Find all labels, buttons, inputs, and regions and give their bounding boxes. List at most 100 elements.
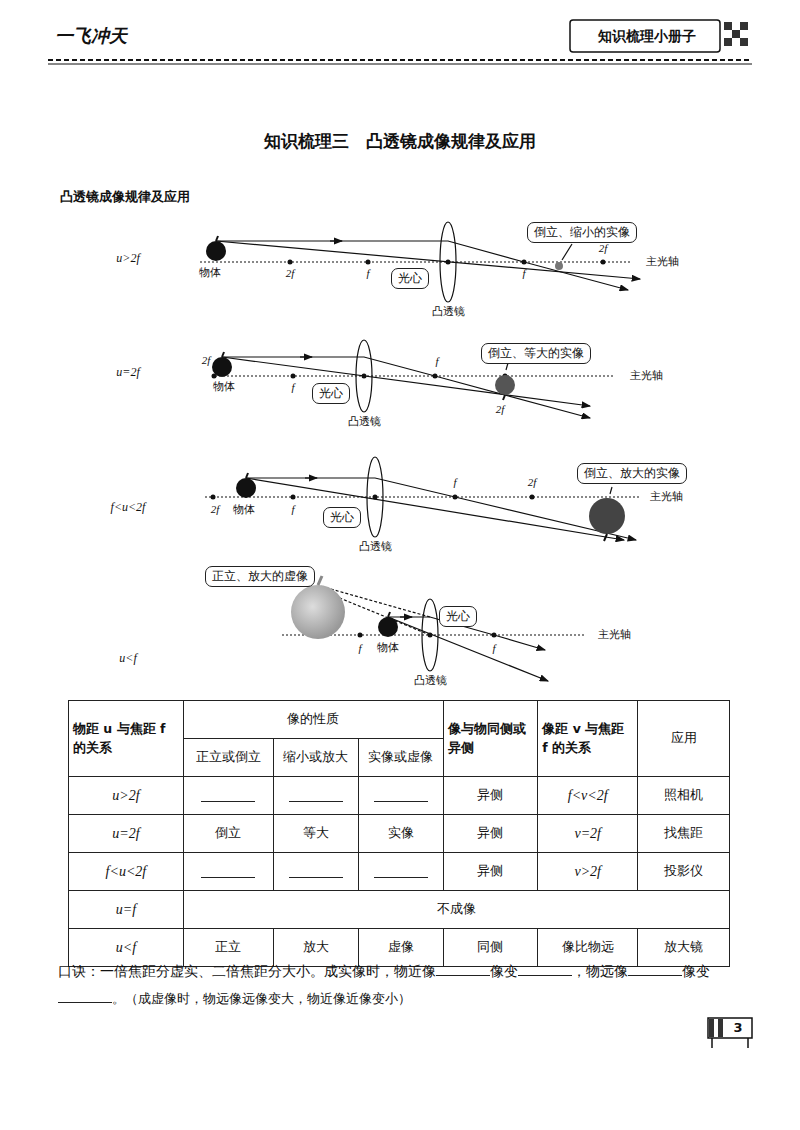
table-cell: 应用: [638, 701, 730, 777]
table-cell: u=f: [69, 891, 184, 929]
table-cell: 正立: [183, 929, 273, 967]
table-cell: 投影仪: [638, 853, 730, 891]
callout-text: 正立、放大的虚像: [212, 569, 308, 583]
table-cell: 倒立: [183, 815, 273, 853]
cell-text: 像与物同侧或异侧: [448, 721, 526, 755]
diagram-label: u<f: [119, 651, 136, 665]
cell-text: 实像: [388, 825, 414, 840]
cell-text: f<v<2f: [568, 788, 608, 803]
answer-blank: [201, 787, 255, 802]
cell-text: 等大: [303, 825, 329, 840]
diagram-label: u=2f: [116, 365, 139, 379]
callout-box: 倒立、放大的实像: [577, 463, 687, 484]
rhyme-text: 口诀：一倍焦距分虚实、二倍焦距分大小。成实像时，物近像: [58, 963, 436, 979]
table-cell: 实像: [358, 815, 443, 853]
table-cell: [358, 777, 443, 815]
table-cell: 虚像: [358, 929, 443, 967]
cell-text: 照相机: [664, 787, 703, 802]
table-cell: 找焦距: [638, 815, 730, 853]
diagram-label: 2f: [528, 476, 537, 489]
cell-text: 物距 u 与焦距 f 的关系: [73, 721, 165, 755]
answer-blank: [289, 863, 343, 878]
cell-text: u=f: [116, 902, 136, 917]
answer-blank: [374, 863, 428, 878]
cell-text: 倒立: [215, 825, 241, 840]
diagram-label: 主光轴: [630, 369, 663, 382]
diagram-label: f: [453, 476, 456, 489]
cell-text: 异侧: [477, 863, 503, 878]
cell-text: 像距 v 与焦距 f 的关系: [542, 721, 624, 755]
header-text: 凸透镜成像规律及应用: [60, 189, 190, 205]
cell-text: 放大镜: [664, 939, 703, 954]
table-cell: f<u<2f: [69, 853, 184, 891]
table-cell: [273, 853, 358, 891]
header-text: 知识梳理小册子: [598, 28, 696, 45]
diagram-label: f: [522, 267, 525, 280]
summary-table: 物距 u 与焦距 f 的关系 像的性质像与物同侧或异侧像距 v 与焦距 f 的关系…: [68, 700, 730, 967]
diagram-label: 主光轴: [646, 255, 679, 268]
header-text: 一飞冲天: [55, 25, 127, 47]
callout-box: 倒立、缩小的实像: [527, 222, 637, 243]
table-cell: 物距 u 与焦距 f 的关系: [69, 701, 184, 777]
diagram-label: u>2f: [116, 251, 139, 265]
cell-text: 缩小或放大: [283, 749, 348, 764]
diagram-label: 主光轴: [650, 490, 683, 503]
table-cell: u<f: [69, 929, 184, 967]
cell-text: 投影仪: [664, 863, 703, 878]
answer-blank: [436, 961, 490, 976]
diagram-label: f: [435, 355, 438, 368]
cell-text: 放大: [303, 939, 329, 954]
diagram-label: 2f: [286, 267, 295, 280]
cell-text: 同侧: [477, 939, 503, 954]
answer-blank: [58, 988, 112, 1003]
diagram-label: 凸透镜: [348, 415, 381, 428]
callout-box: 光心: [439, 606, 477, 627]
table-cell: 像距 v 与焦距 f 的关系: [538, 701, 638, 777]
page-title: 知识梳理三 凸透镜成像规律及应用: [264, 131, 536, 151]
diagram-label: 凸透镜: [414, 674, 447, 687]
diagram-label: 2f: [599, 242, 608, 255]
diagram-label: 2f: [202, 354, 211, 367]
rhyme-text: 像变: [490, 963, 518, 979]
cell-text: 找焦距: [664, 825, 703, 840]
page-number: 3: [733, 1020, 742, 1036]
table-cell: v=2f: [538, 815, 638, 853]
cell-text: u>2f: [112, 788, 139, 803]
answer-blank: [374, 787, 428, 802]
callout-text: 倒立、等大的实像: [488, 346, 584, 360]
diagram-label: 2f: [211, 503, 220, 516]
callout-text: 光心: [319, 386, 343, 400]
table-cell: 照相机: [638, 777, 730, 815]
diagram-label: 2f: [496, 403, 505, 416]
table-cell: [273, 777, 358, 815]
callout-text: 光心: [398, 271, 422, 285]
callout-box: 正立、放大的虚像: [205, 566, 315, 587]
cell-text: 不成像: [437, 901, 476, 916]
diagram-label: 凸透镜: [432, 305, 465, 318]
table-cell: u>2f: [69, 777, 184, 815]
diagram-label: f: [366, 267, 369, 280]
cell-text: u=2f: [112, 826, 139, 841]
diagram-label: f<u<2f: [111, 500, 146, 514]
answer-blank: [628, 961, 682, 976]
cell-text: 正立: [215, 939, 241, 954]
cell-text: 实像或虚像: [368, 749, 433, 764]
table-cell: [358, 853, 443, 891]
table-cell: 正立或倒立: [183, 739, 273, 777]
cell-text: 像的性质: [287, 711, 339, 726]
callout-text: 光心: [446, 609, 470, 623]
table-cell: 等大: [273, 815, 358, 853]
rhyme-text: 像变: [682, 963, 710, 979]
cell-text: 异侧: [477, 825, 503, 840]
cell-text: 正立或倒立: [196, 749, 261, 764]
table-cell: 实像或虚像: [358, 739, 443, 777]
cell-text: u<f: [116, 940, 136, 955]
table-cell: [183, 777, 273, 815]
cell-text: v>2f: [574, 864, 601, 879]
callout-text: 光心: [330, 510, 354, 524]
cell-text: f<u<2f: [106, 864, 147, 879]
table-cell: 像与物同侧或异侧: [443, 701, 538, 777]
diagram-label: 物体: [213, 380, 235, 393]
cell-text: 应用: [671, 730, 697, 745]
table-cell: 异侧: [443, 815, 538, 853]
